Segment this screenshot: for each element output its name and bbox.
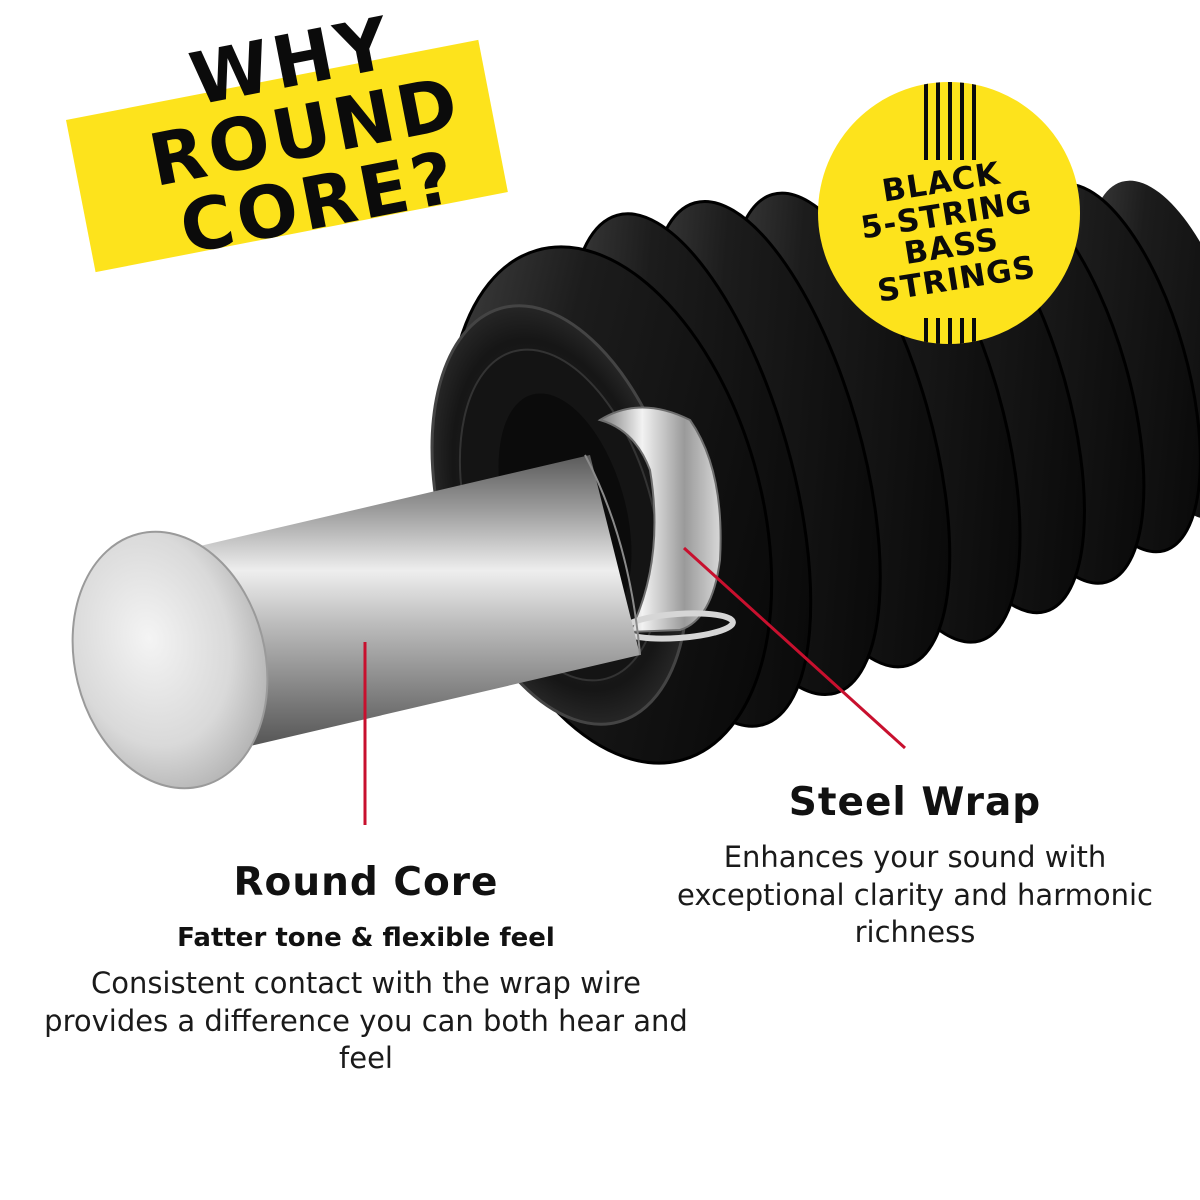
steel-wrap-description: Enhances your sound with exceptional cla… — [677, 840, 1153, 950]
round-core-callout: Round Core Fatter tone & flexible feel C… — [40, 860, 692, 1078]
round-core-subtitle: Fatter tone & flexible feel — [177, 923, 555, 953]
steel-wrap-callout: Steel Wrap Enhances your sound with exce… — [660, 780, 1170, 952]
steel-wrap-pointer — [682, 546, 907, 750]
steel-wrap-title: Steel Wrap — [788, 780, 1042, 825]
product-badge: BLACK 5-STRING BASS STRINGS — [818, 82, 1080, 344]
round-core-title: Round Core — [233, 860, 499, 905]
badge-stripes — [924, 82, 976, 344]
round-core-rod — [71, 454, 641, 790]
round-core-description: Consistent contact with the wrap wire pr… — [44, 966, 688, 1076]
